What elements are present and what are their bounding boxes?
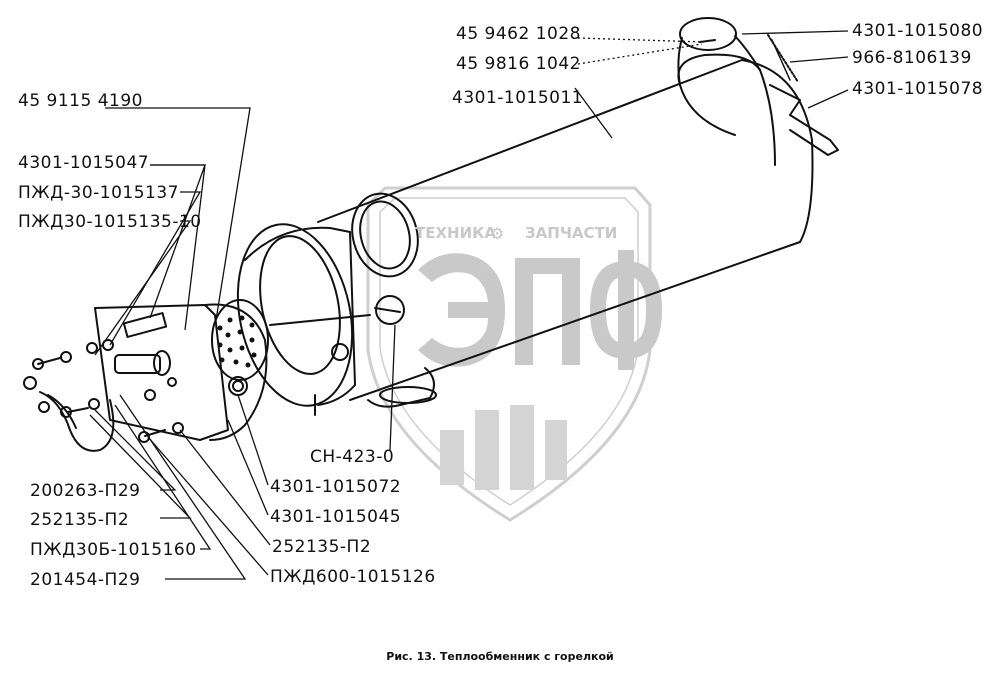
- label-4301-1015045: 4301-1015045: [270, 507, 402, 527]
- label-200263-p29: 200263-П29: [30, 481, 141, 501]
- gear-icon: ⚙: [490, 224, 505, 243]
- label-pzhd30-1015137: ПЖД-30-1015137: [18, 183, 179, 203]
- label-459115-4190: 45 9115 4190: [18, 91, 143, 111]
- label-4301-1015072: 4301-1015072: [270, 477, 402, 497]
- watermark-brand-left: ТЕХНИКА: [415, 224, 497, 242]
- watermark-letters: [418, 250, 662, 370]
- label-pzhd600-1015126: ПЖД600-1015126: [270, 567, 436, 587]
- label-459816-1042: 45 9816 1042: [456, 54, 581, 74]
- label-252135-p2-right: 252135-П2: [272, 537, 372, 557]
- label-4301-1015080: 4301-1015080: [852, 21, 984, 41]
- label-4301-1015011: 4301-1015011: [452, 88, 584, 108]
- label-pzhd30-1015135-10: ПЖД30-1015135-10: [18, 212, 202, 232]
- label-4301-1015047: 4301-1015047: [18, 153, 150, 173]
- label-4301-1015078: 4301-1015078: [852, 79, 984, 99]
- burner-assembly: [23, 299, 269, 452]
- figure-caption: Рис. 13. Теплообменник с горелкой: [386, 650, 614, 663]
- watermark-brand-right: ЗАПЧАСТИ: [525, 224, 618, 242]
- label-pzhd30b-1015160: ПЖД30Б-1015160: [30, 540, 197, 560]
- heat-exchanger-body: [236, 17, 839, 416]
- leader-lines: [89, 30, 849, 580]
- label-cn-423-0: СН-423-0: [310, 447, 395, 467]
- label-252135-p2-left: 252135-П2: [30, 510, 130, 530]
- label-966-8106139: 966-8106139: [852, 48, 972, 68]
- label-201454-p29: 201454-П29: [30, 570, 141, 590]
- label-459462-1028: 45 9462 1028: [456, 24, 581, 44]
